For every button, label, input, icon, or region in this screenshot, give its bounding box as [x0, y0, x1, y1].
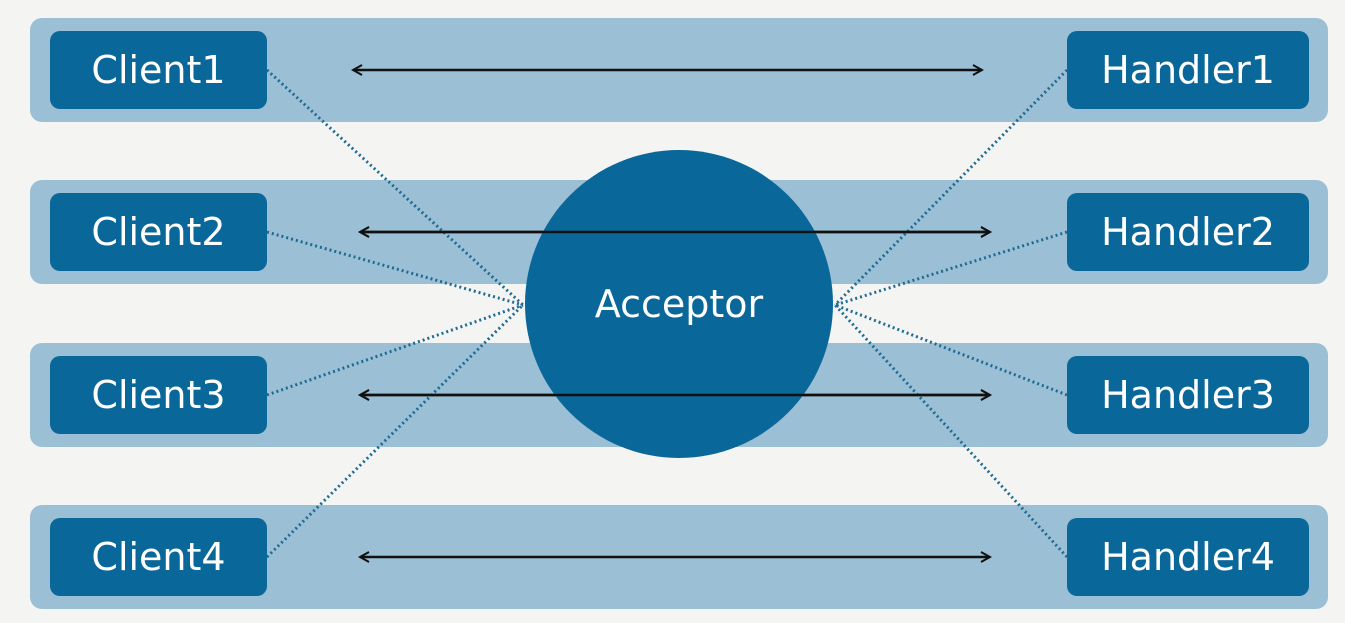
- dotted-line-client3: [266, 303, 524, 397]
- client-box-2: Client2: [50, 193, 267, 271]
- dotted-line-handler2: [834, 230, 1068, 307]
- handler-box-4: Handler4: [1067, 518, 1309, 596]
- client-box-1: Client1: [50, 31, 267, 109]
- acceptor-circle: Acceptor: [525, 150, 833, 458]
- dotted-connectors: [265, 68, 1069, 559]
- dotted-line-handler3: [834, 303, 1068, 397]
- dotted-line-client2: [266, 230, 524, 307]
- handler-box-2: Handler2: [1067, 193, 1309, 271]
- handler-box-3: Handler3: [1067, 356, 1309, 434]
- dotted-line-handler1: [833, 68, 1069, 307]
- handler-box-1: Handler1: [1067, 31, 1309, 109]
- client-box-3: Client3: [50, 356, 267, 434]
- dotted-line-handler4: [833, 303, 1069, 559]
- client-box-4: Client4: [50, 518, 267, 596]
